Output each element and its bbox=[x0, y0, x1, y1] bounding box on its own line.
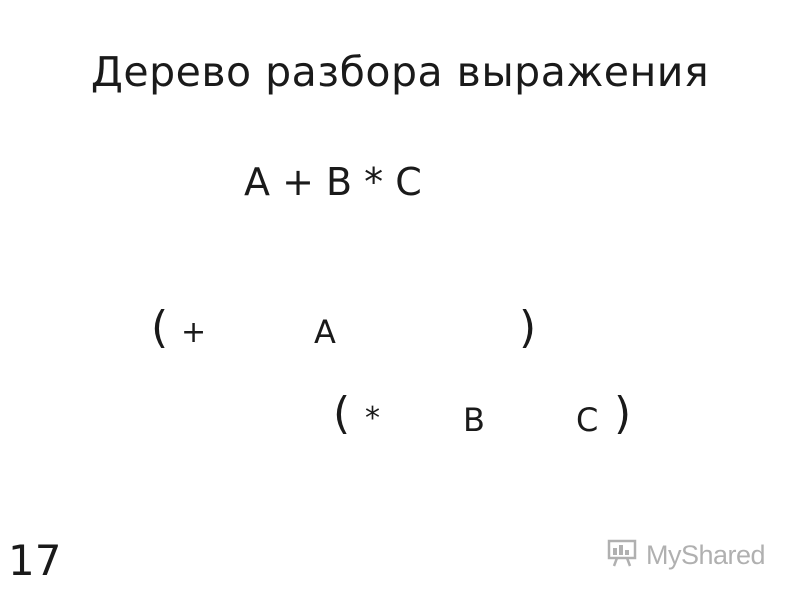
inner-right-operand: C bbox=[576, 401, 599, 439]
watermark-text: MyShared bbox=[646, 539, 766, 570]
watermark-logo: MyShared bbox=[606, 538, 766, 572]
inner-operator: * bbox=[365, 401, 380, 436]
outer-operator: + bbox=[181, 315, 207, 350]
inner-close-paren: ) bbox=[614, 388, 632, 439]
inner-left-operand: B bbox=[463, 401, 485, 439]
slide-title: Дерево разбора выражения bbox=[90, 48, 710, 96]
presentation-board-icon bbox=[606, 538, 640, 572]
page-number: 17 bbox=[8, 536, 62, 585]
outer-close-paren: ) bbox=[519, 302, 537, 353]
inner-open-paren: ( bbox=[333, 388, 351, 439]
expression: A + B * C bbox=[244, 160, 422, 204]
outer-open-paren: ( bbox=[151, 302, 169, 353]
outer-operand: A bbox=[314, 313, 336, 351]
